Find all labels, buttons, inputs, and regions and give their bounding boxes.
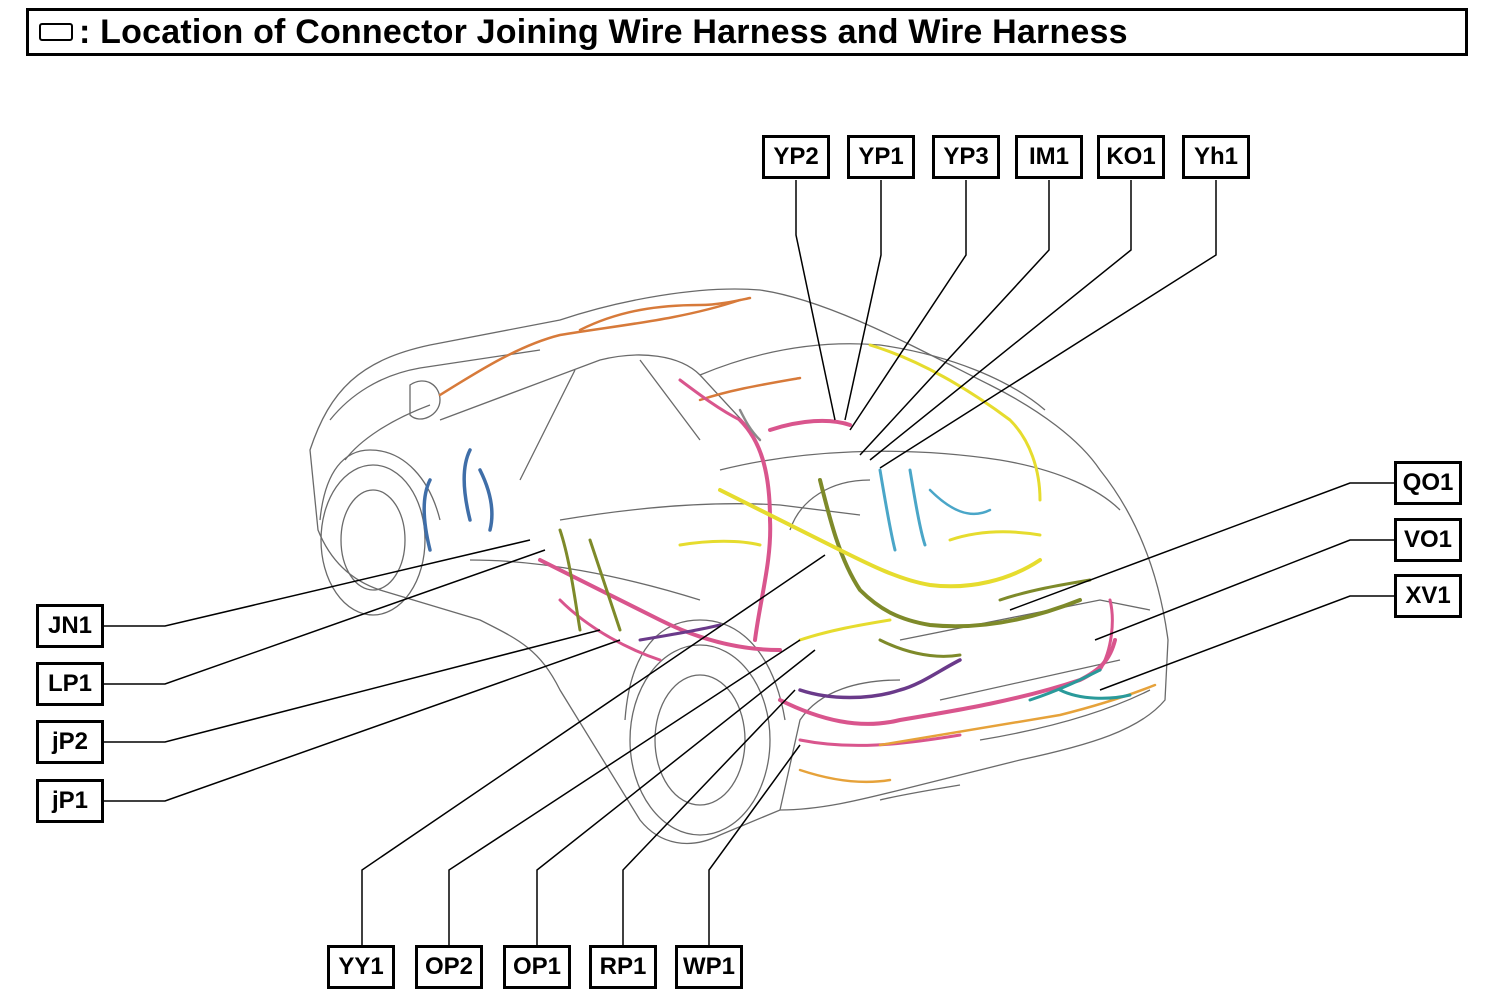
connector-label-op1: OP1 [503, 945, 571, 989]
connector-label-ko1: KO1 [1097, 135, 1165, 179]
connector-box-icon [39, 23, 73, 41]
connector-leader-lines [104, 180, 1396, 945]
connector-label-rp1: RP1 [589, 945, 657, 989]
vehicle-body-outline [309, 288, 1169, 845]
connector-label-im1: IM1 [1015, 135, 1083, 179]
connector-label-op2: OP2 [415, 945, 483, 989]
connector-label-jp2: jP2 [36, 720, 104, 764]
connector-label-wp1: WP1 [675, 945, 743, 989]
wire-harness-bundle [422, 296, 1157, 784]
connector-label-yp3: YP3 [932, 135, 1000, 179]
connector-label-vo1: VO1 [1394, 518, 1462, 562]
connector-label-jp1: jP1 [36, 779, 104, 823]
connector-label-xv1: XV1 [1394, 574, 1462, 618]
page-title: : Location of Connector Joining Wire Har… [79, 12, 1128, 51]
connector-label-yy1: YY1 [327, 945, 395, 989]
title-box: : Location of Connector Joining Wire Har… [26, 8, 1468, 56]
connector-label-yh1: Yh1 [1182, 135, 1250, 179]
connector-label-qo1: QO1 [1394, 461, 1462, 505]
connector-label-jn1: JN1 [36, 604, 104, 648]
connector-label-yp1: YP1 [847, 135, 915, 179]
connector-label-yp2: YP2 [762, 135, 830, 179]
connector-label-lp1: LP1 [36, 662, 104, 706]
